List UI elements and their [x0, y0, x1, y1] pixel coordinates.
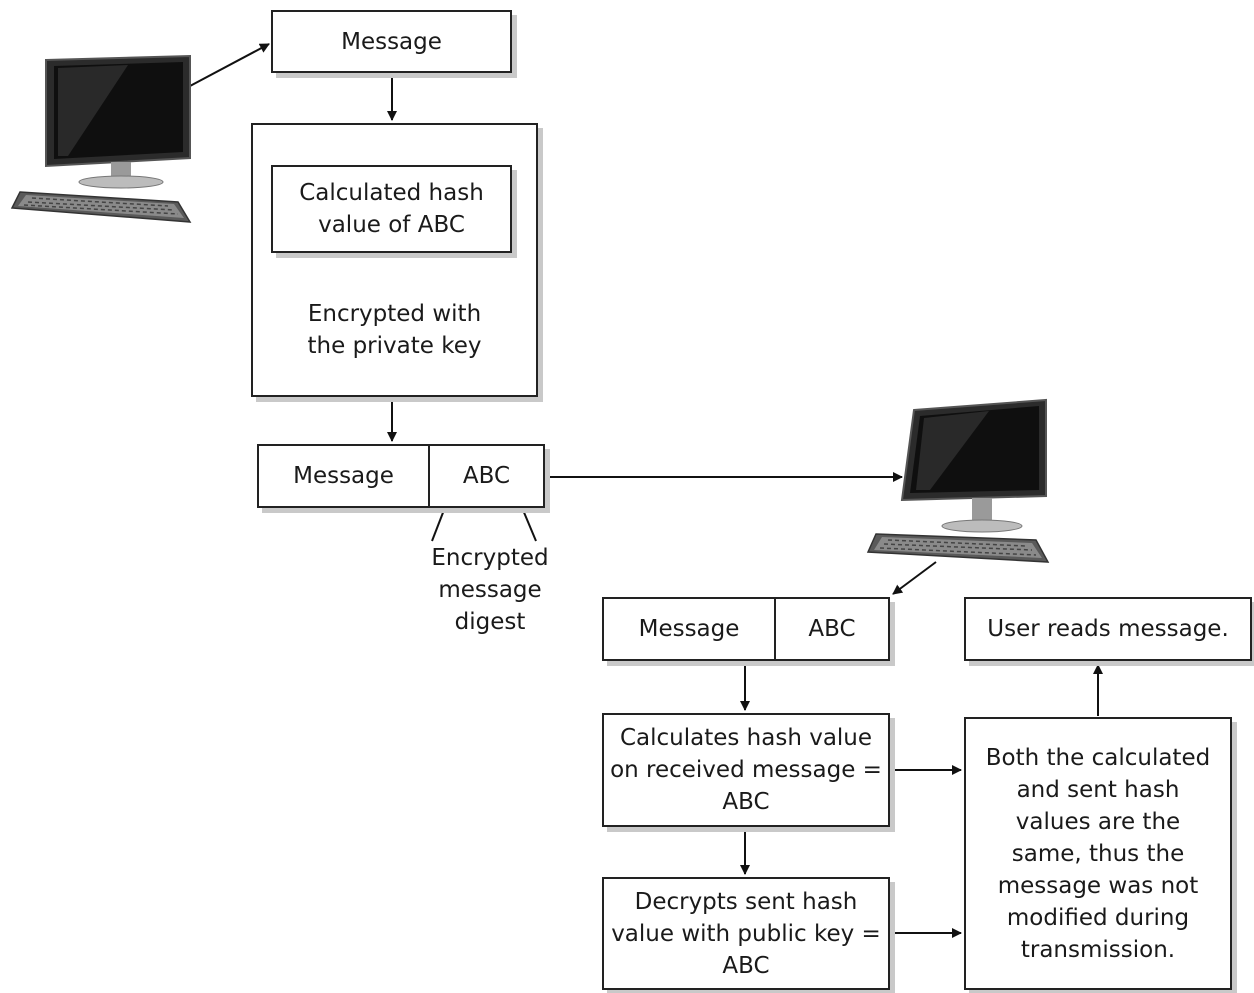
monitor-icon: [45, 54, 191, 189]
compare-hash-box: Both the calculated and sent hash values…: [964, 717, 1232, 990]
bundle-digest-cell: ABC: [428, 446, 543, 506]
receiver-computer-icon: [866, 398, 1050, 563]
calculated-hash-label: Calculated hash value of ABC: [299, 180, 484, 238]
keyboard-icon: [866, 533, 1050, 563]
calculate-hash-label: Calculates hash value on received messag…: [610, 725, 882, 815]
digest-pointer-left: [431, 509, 445, 542]
encrypted-digest-label: Encrypted message digest: [431, 545, 549, 635]
encrypted-private-key-text: Encrypted with the private key: [307, 301, 482, 359]
sender-computer-icon: [10, 54, 192, 223]
user-reads-message-box: User reads message.: [964, 597, 1252, 661]
receiver-signed-bundle: Message ABC: [602, 597, 890, 661]
message-box: Message: [271, 10, 512, 73]
arrow-receiver-to-bundle: [892, 561, 937, 595]
received-digest-cell: ABC: [774, 599, 888, 659]
calculated-hash-box: Calculated hash value of ABC: [271, 165, 512, 253]
arrow-computer-to-message: [189, 43, 270, 87]
message-box-label: Message: [341, 28, 442, 55]
compare-hash-label: Both the calculated and sent hash values…: [985, 744, 1211, 963]
decrypt-hash-box: Decrypts sent hash value with public key…: [602, 877, 890, 990]
keyboard-icon: [10, 191, 192, 223]
monitor-icon: [900, 398, 1047, 533]
decrypt-hash-label: Decrypts sent hash value with public key…: [611, 888, 881, 979]
calculate-hash-box: Calculates hash value on received messag…: [602, 713, 890, 827]
bundle-message-cell: Message: [293, 463, 394, 489]
sender-signed-bundle: Message ABC: [257, 444, 545, 508]
user-reads-message-label: User reads message.: [987, 616, 1229, 642]
received-message-cell: Message: [638, 616, 740, 642]
digest-pointer-right: [522, 509, 537, 542]
